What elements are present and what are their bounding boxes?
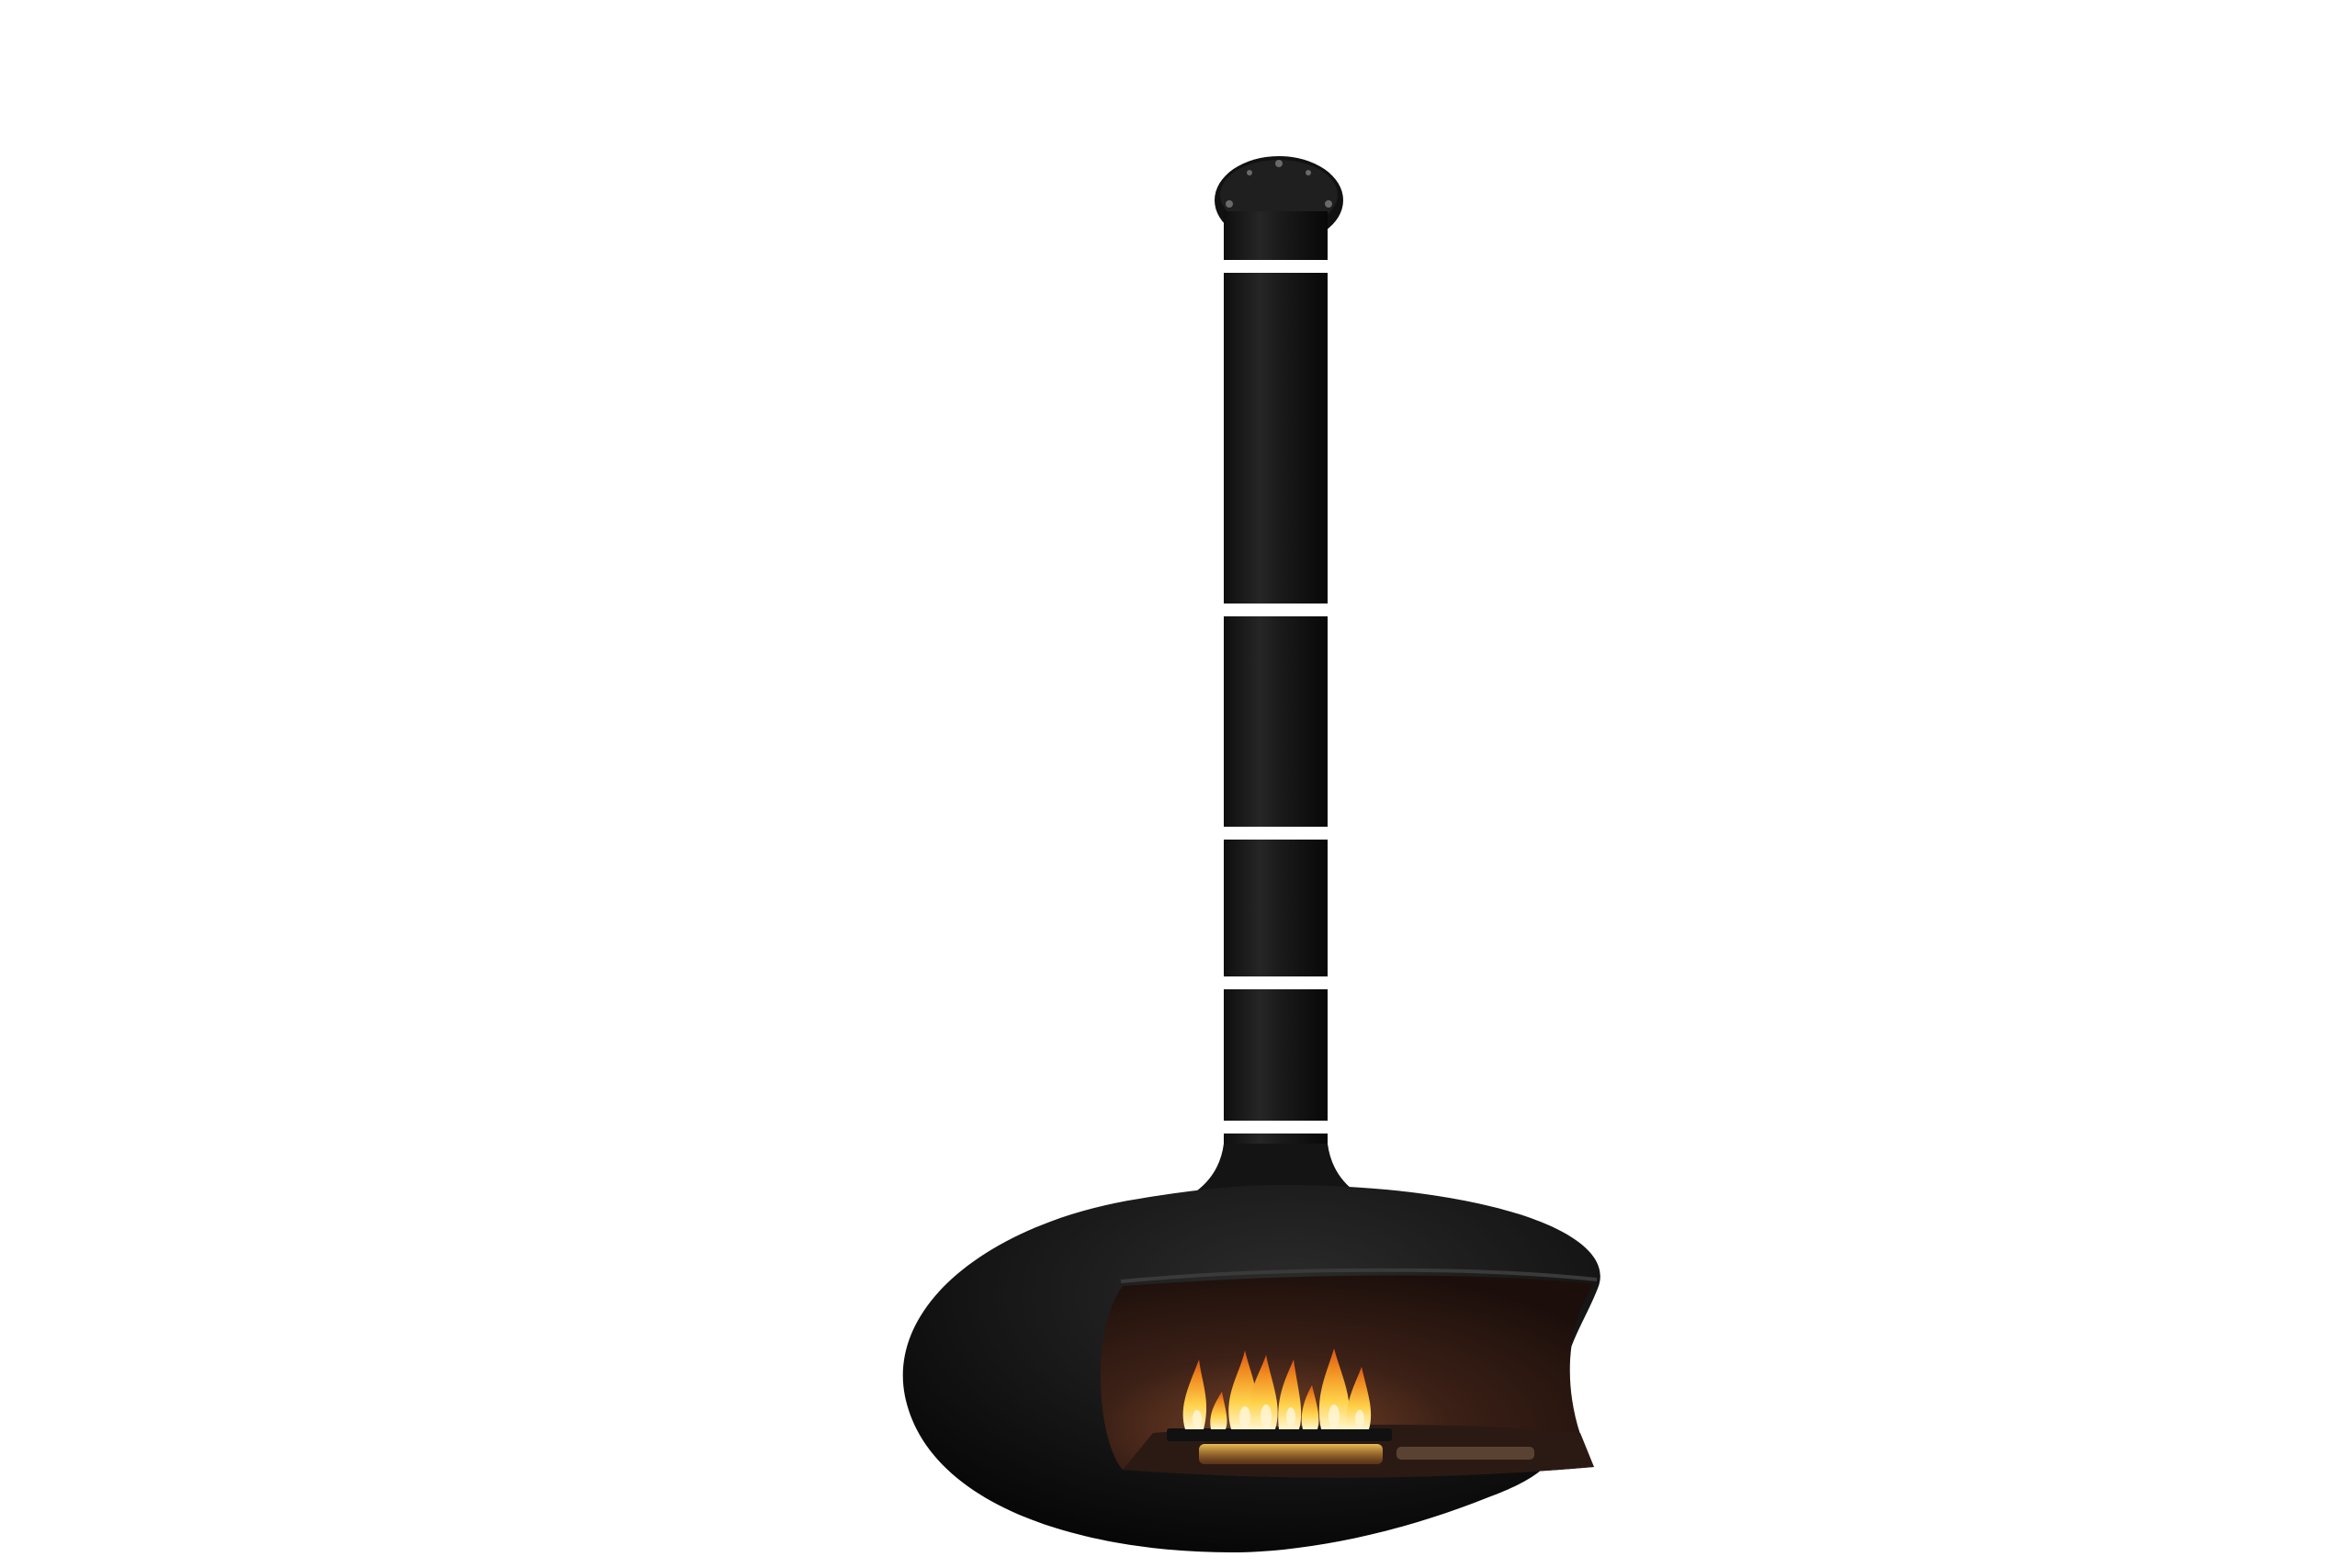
- pipe-separators: [1213, 260, 1341, 1134]
- chimney-pipe: [1224, 211, 1328, 1157]
- flame-cores: [1193, 1404, 1364, 1428]
- burner-tray: [1167, 1428, 1392, 1441]
- fireplace-opening: [1100, 1275, 1594, 1478]
